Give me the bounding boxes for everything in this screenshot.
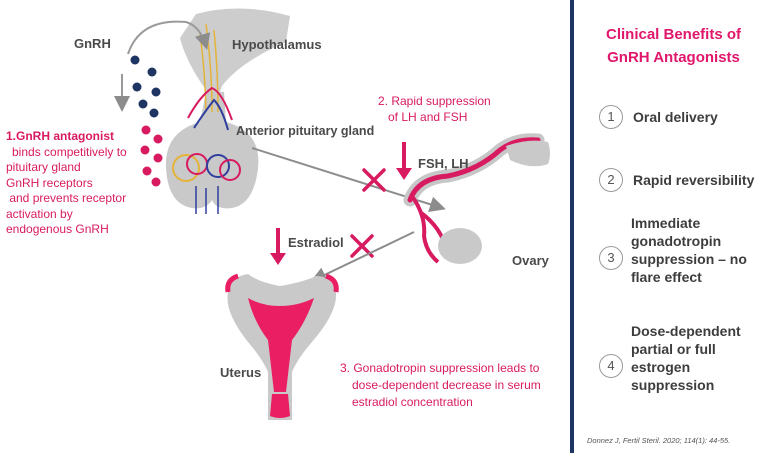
benefit-number-4: 4 — [599, 354, 623, 378]
pituitary-label: Anterior pituitary gland — [236, 124, 375, 138]
ovary-to-uterus-arrow — [310, 231, 415, 283]
receptor-cell-left — [172, 154, 200, 182]
benefit-number-1: 1 — [599, 105, 623, 129]
uterus-label: Uterus — [220, 365, 262, 380]
uterus-cavity — [248, 298, 314, 392]
benefit-text-3: Immediate gonadotropin suppression – no … — [631, 215, 747, 285]
benefit-number-3: 3 — [599, 246, 623, 270]
benefit-text-2: Rapid reversibility — [633, 172, 755, 188]
fsh-lh-label: FSH, LH — [418, 156, 469, 171]
panel-title-line-2: GnRH Antagonists — [607, 49, 740, 66]
step2-annotation: 2. Rapid suppression of LH and FSH — [378, 94, 491, 124]
estradiol-label: Estradiol — [288, 235, 344, 250]
gnrh-label: GnRH — [74, 36, 111, 51]
benefit-text-1: Oral delivery — [633, 109, 718, 125]
hypothalamus-label: Hypothalamus — [232, 37, 322, 52]
benefit-text-4: Dose-dependent partial or full estrogen … — [631, 323, 741, 393]
gnrh-dots — [130, 55, 161, 118]
step1-title: 1.GnRH antagonist — [6, 129, 115, 143]
step1-annotation: 1.GnRH antagonist binds competitively to… — [6, 129, 127, 236]
portal-vessels-blue — [193, 98, 229, 131]
gnrh-arrow — [127, 20, 211, 55]
benefits-panel: Clinical Benefits of GnRH Antagonists 1 … — [585, 0, 762, 453]
panel-title-line-1: Clinical Benefits of — [605, 26, 742, 43]
step3-annotation: 3. Gonadotropin suppression leads to dos… — [340, 361, 541, 409]
receptor-cell-right — [206, 154, 230, 178]
block-x-upper — [362, 168, 386, 192]
hypothalamus-shape — [180, 8, 290, 108]
benefit-number-2: 2 — [599, 168, 623, 192]
ovary-label: Ovary — [512, 253, 549, 268]
ovary-shape — [438, 228, 482, 264]
citation: Donnez J, Fertil Steril. 2020; 114(1): 4… — [587, 436, 731, 445]
antagonist-dots — [140, 125, 163, 187]
portal-vessels — [187, 86, 233, 121]
